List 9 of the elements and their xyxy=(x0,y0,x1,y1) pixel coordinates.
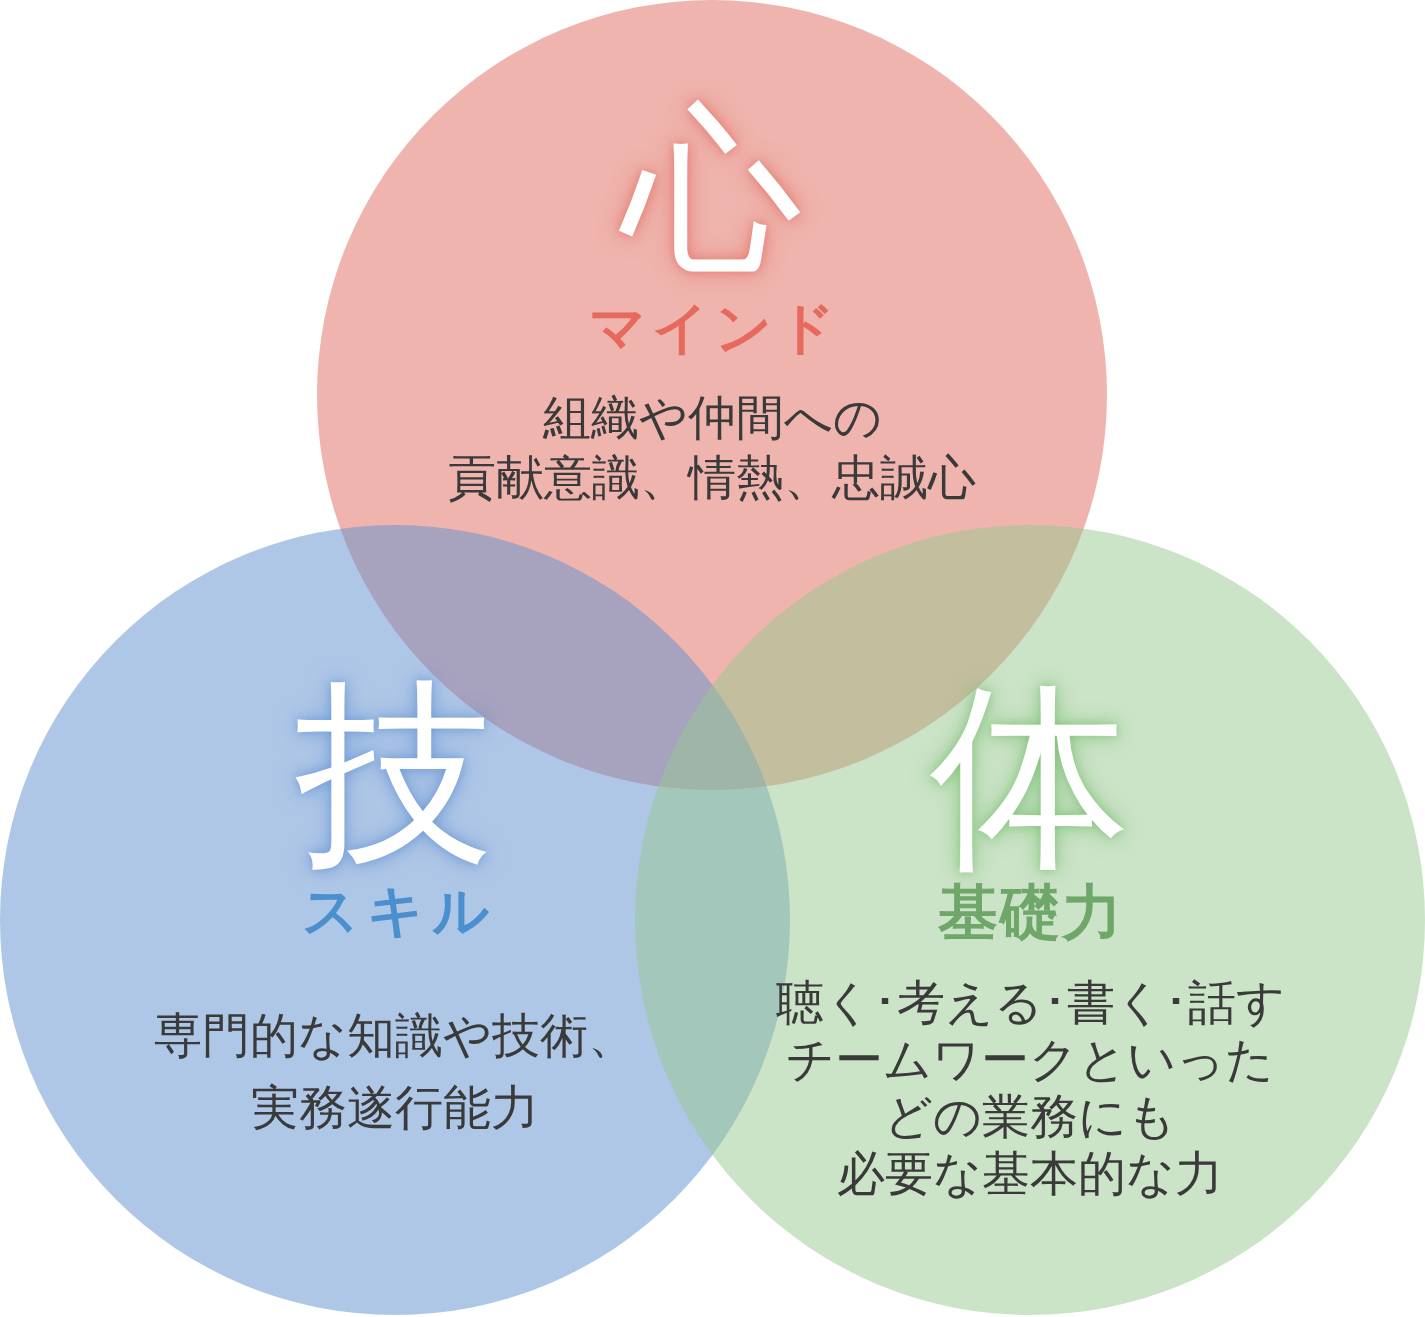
venn-circle xyxy=(635,525,1425,1315)
subtitle: マインド xyxy=(588,300,841,356)
description: 聴く･考える･書く･話すチームワークといったどの業務にも必要な基本的な力 xyxy=(775,974,1285,1202)
description: 組織や仲間への貢献意識、情熱、忠誠心 xyxy=(448,388,976,507)
subtitle: 基礎力 xyxy=(937,882,1124,942)
kanji-heading: 技 xyxy=(296,675,494,873)
description: 専門的な知識や技術、実務遂行能力 xyxy=(154,1006,636,1137)
subtitle: スキル xyxy=(300,883,497,939)
kanji-heading: 体 xyxy=(930,677,1130,877)
